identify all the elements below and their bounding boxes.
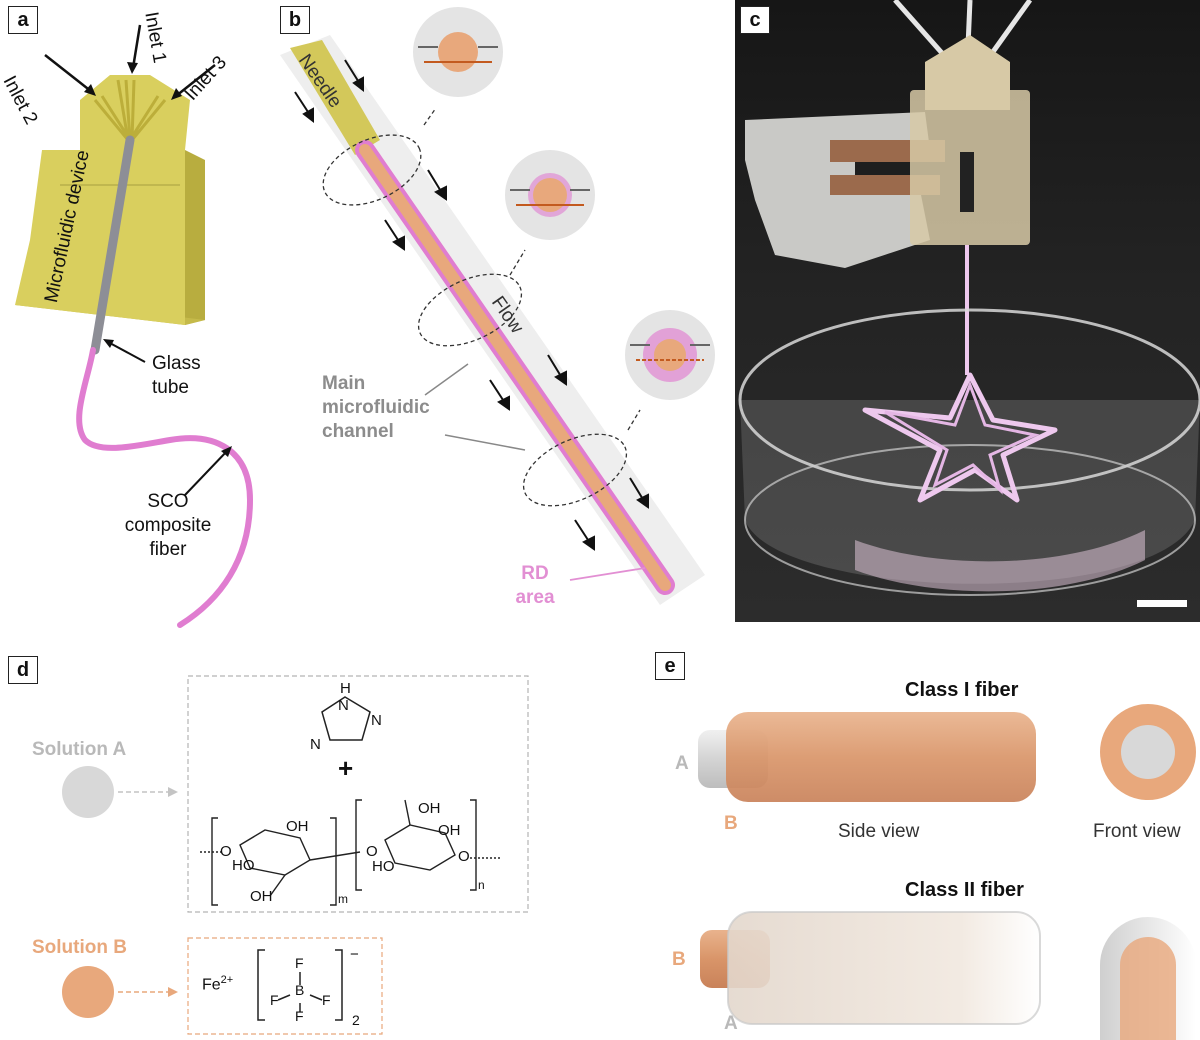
panel-label-c: c (740, 6, 770, 34)
sub-n: n (478, 878, 485, 892)
atom-oh-2: OH (250, 888, 273, 905)
class-1-title: Class I fiber (905, 679, 1019, 701)
main-channel-line1: Main (322, 373, 366, 394)
sco-fiber-label: SCO composite fiber (108, 490, 228, 561)
class-1-label-a: A (675, 753, 689, 774)
atom-oh-3: OH (418, 800, 441, 817)
bf4-charge: − (350, 946, 359, 963)
class-2-label-a: A (724, 1013, 738, 1034)
atom-b: B (295, 982, 305, 998)
rd-area-line1: RD (521, 563, 549, 584)
atom-f-bottom: F (295, 1008, 304, 1024)
panel-label-e: e (655, 652, 685, 680)
solution-a-diagram (62, 766, 178, 1018)
sco-fiber-line2: composite (124, 514, 212, 536)
atom-ho-2: HO (372, 858, 395, 875)
side-view-label: Side view (838, 821, 920, 842)
atom-f-left: F (270, 992, 279, 1008)
atom-oh-1: OH (286, 818, 309, 835)
atom-f-right: F (322, 992, 331, 1008)
printing-photo (735, 0, 1200, 622)
triazole-n3: N (310, 736, 321, 753)
solution-b-structure (187, 937, 383, 1035)
glass-tube-label: Glass tube (152, 352, 201, 400)
sco-fiber-line3: fiber (149, 538, 187, 560)
bf4-subscript: 2 (352, 1012, 360, 1028)
panel-label-d: d (8, 656, 38, 684)
sco-fiber-line1: SCO (147, 491, 189, 512)
fe-ion: Fe2+ (202, 974, 233, 995)
class-2-title: Class II fiber (905, 879, 1024, 901)
main-channel-line3: channel (322, 420, 394, 442)
rd-area-label: RD area (505, 562, 565, 610)
atom-oh-4: OH (438, 822, 461, 839)
solution-b-label: Solution B (32, 937, 127, 958)
plus-sign: + (338, 753, 354, 783)
glass-tube-line2: tube (152, 376, 189, 398)
triazole-h: H (340, 680, 351, 697)
atom-o-3: O (458, 848, 470, 865)
atom-o-2: O (366, 843, 378, 860)
microfluidic-device-illustration (15, 24, 254, 628)
main-channel-label: Main microfluidic channel (322, 372, 430, 443)
panel-label-b: b (280, 6, 310, 34)
photo-scene (738, 0, 1200, 607)
fe-symbol: Fe (202, 976, 221, 994)
sub-m: m (338, 892, 348, 906)
panel-label-a: a (8, 6, 38, 34)
front-view-label: Front view (1093, 821, 1181, 842)
class-2-label-b: B (672, 949, 686, 970)
solution-a-structure (187, 675, 529, 913)
main-channel-line2: microfluidic (322, 396, 430, 418)
atom-ho-1: HO (232, 857, 255, 874)
glass-tube-line1: Glass (152, 353, 201, 374)
solution-a-label: Solution A (32, 739, 127, 760)
class-1-label-b: B (724, 813, 738, 834)
fe-charge: 2+ (220, 974, 234, 986)
rd-area-line2: area (515, 586, 555, 608)
atom-f-top: F (295, 955, 304, 971)
triazole-n1: N (338, 697, 349, 714)
triazole-n2: N (371, 712, 382, 729)
atom-o-1: O (220, 843, 232, 860)
channel-flow-illustration (280, 7, 715, 605)
